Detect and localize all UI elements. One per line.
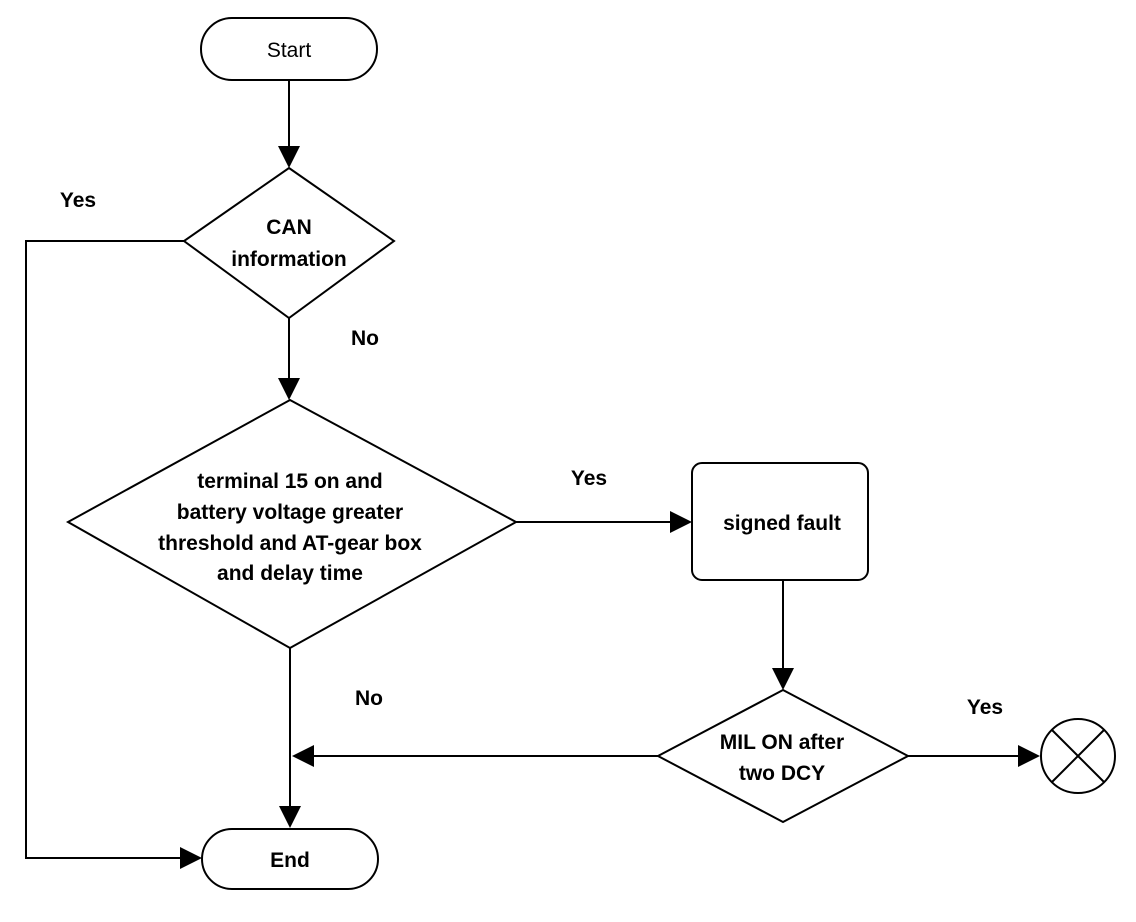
end-label: End — [270, 849, 310, 872]
arrowhead-mil-in — [772, 668, 794, 690]
terminal-decision-line-4: and delay time — [217, 562, 363, 585]
arrowhead-fault-in — [670, 511, 692, 533]
end-node: End — [201, 828, 379, 890]
arrowhead-terminator-in — [1018, 745, 1040, 767]
can-information-decision: CAN information — [182, 166, 396, 320]
arrowhead-can-in — [278, 146, 300, 168]
edge-can-yes-to-end — [25, 240, 184, 859]
arrowhead-terminal-in — [278, 378, 300, 400]
mil-yes-label: Yes — [967, 696, 1003, 719]
terminal-no-label: No — [355, 687, 383, 710]
can-yes-label: Yes — [60, 189, 96, 212]
start-node: Start — [200, 17, 378, 81]
terminal-decision-line-2: battery voltage greater — [177, 501, 403, 524]
mil-decision-line-2: two DCY — [739, 762, 825, 785]
terminal-decision-line-3: threshold and AT-gear box — [158, 532, 422, 555]
arrowhead-end-left — [180, 847, 202, 869]
arrowhead-join — [292, 745, 314, 767]
terminal-yes-label: Yes — [571, 467, 607, 490]
signed-fault-label: signed fault — [723, 512, 841, 535]
mil-decision-line-1: MIL ON after — [720, 731, 844, 754]
mil-on-decision: MIL ON after two DCY — [655, 688, 911, 824]
terminal-decision-line-1: terminal 15 on and — [197, 470, 383, 493]
can-decision-line-1: CAN — [266, 216, 312, 239]
can-no-label: No — [351, 327, 379, 350]
crossed-circle-terminator-icon — [1040, 718, 1116, 794]
signed-fault-process: signed fault — [691, 462, 869, 581]
arrowhead-end-top — [279, 806, 301, 828]
start-label: Start — [267, 39, 312, 62]
can-decision-line-2: information — [231, 248, 347, 271]
terminal-15-decision: terminal 15 on and battery voltage great… — [65, 398, 519, 650]
